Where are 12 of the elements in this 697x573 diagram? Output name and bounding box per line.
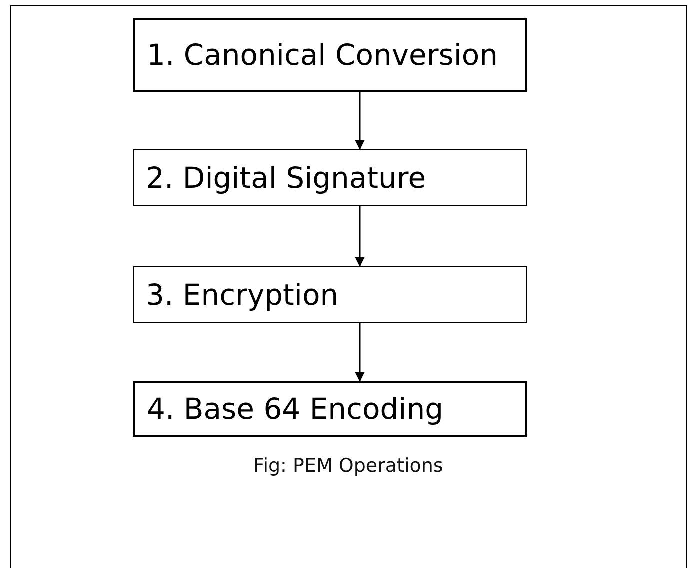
step-label: 2. Digital Signature	[146, 160, 426, 194]
step-label: 3. Encryption	[146, 278, 339, 312]
process-box	[133, 149, 527, 206]
arrow	[355, 206, 365, 267]
process-box	[133, 18, 527, 92]
arrow	[355, 323, 365, 382]
figure-caption: Fig: PEM Operations	[252, 455, 444, 477]
step-label: 4. Base 64 Encoding	[147, 392, 444, 426]
arrow	[355, 92, 365, 150]
step-label: 1. Canonical Conversion	[147, 38, 498, 72]
process-box	[133, 381, 527, 437]
process-box	[133, 266, 527, 323]
